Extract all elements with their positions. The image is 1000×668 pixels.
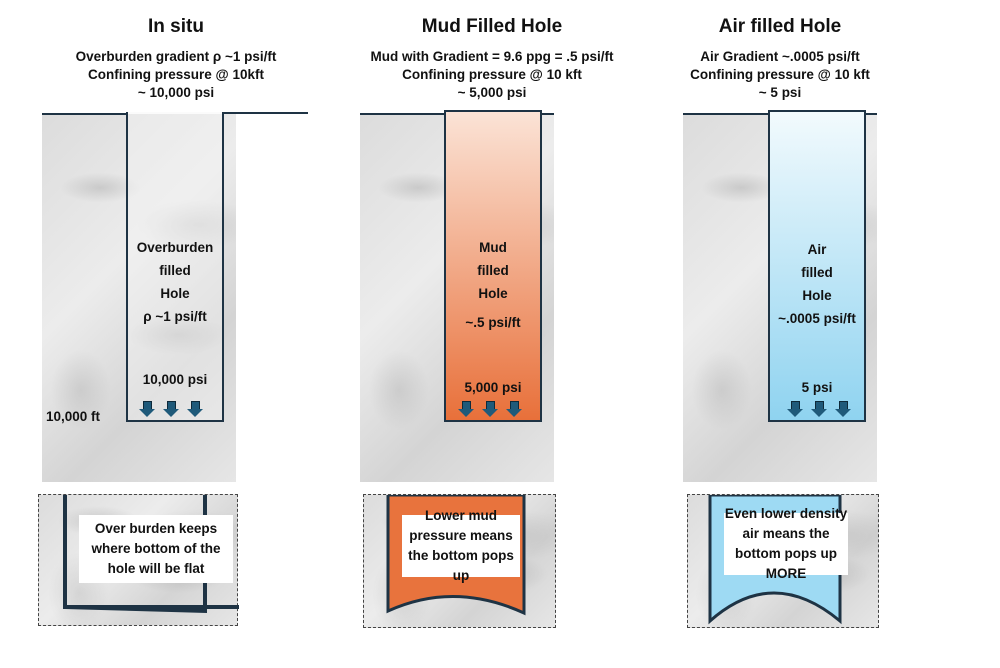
pressure-arrows	[139, 401, 203, 417]
hole-label-line: Hole	[478, 286, 508, 301]
panel-subtitle: Air Gradient ~.0005 psi/ft Confining pre…	[620, 48, 940, 102]
hole-label-line: ρ ~1 psi/ft	[143, 309, 207, 324]
down-arrow-icon	[163, 401, 179, 417]
hole-label: Mud filled Hole ~.5 psi/ft	[444, 236, 542, 334]
pressure-arrows	[458, 401, 522, 417]
panel-subtitle: Mud with Gradient = 9.6 ppg = .5 psi/ft …	[332, 48, 652, 102]
hole-label-line: Hole	[802, 288, 832, 303]
bottom-pressure: 5 psi	[801, 380, 833, 395]
down-arrow-icon	[811, 401, 827, 417]
panel-title-air: Air filled Hole	[718, 16, 842, 37]
detail-box-air: Even lower density air means the bottom …	[687, 494, 879, 628]
hole-label: Air filled Hole ~.0005 psi/ft	[762, 238, 872, 330]
hole-label-line: filled	[159, 263, 191, 278]
pressure-arrows	[787, 401, 851, 417]
down-arrow-icon	[187, 401, 203, 417]
down-arrow-icon	[835, 401, 851, 417]
hole-label-line: filled	[801, 265, 833, 280]
subtitle-line: ~ 5 psi	[758, 85, 802, 100]
hole-label-line: ~.0005 psi/ft	[778, 311, 856, 326]
borehole-air	[768, 110, 866, 422]
subtitle-line: ~ 10,000 psi	[137, 85, 215, 100]
note-text: Over burden keeps where bottom of the ho…	[79, 515, 233, 583]
subtitle-line: Air Gradient ~.0005 psi/ft	[700, 49, 860, 64]
ground-line	[222, 112, 308, 114]
note-text: Lower mud pressure means the bottom pops…	[402, 508, 520, 583]
down-arrow-icon	[139, 401, 155, 417]
panel-subtitle: Overburden gradient ρ ~1 psi/ft Confinin…	[16, 48, 336, 102]
hole-label-line: Air	[807, 242, 827, 257]
hole-label-line: Mud	[479, 240, 507, 255]
hole-label-line: Hole	[160, 286, 190, 301]
panel-title-mud: Mud Filled Hole	[421, 16, 563, 37]
subtitle-line: Confining pressure @ 10kft	[88, 67, 264, 82]
detail-box-in-situ: Over burden keeps where bottom of the ho…	[38, 494, 239, 626]
hole-label-line: ~.5 psi/ft	[465, 315, 521, 330]
borehole-mud	[444, 110, 542, 422]
bottom-pressure: 10,000 psi	[142, 372, 208, 387]
hole-label-line: filled	[477, 263, 509, 278]
note-text: Even lower density air means the bottom …	[724, 506, 848, 581]
down-arrow-icon	[787, 401, 803, 417]
depth-label: 10,000 ft	[46, 409, 101, 424]
hole-label-line: Overburden	[136, 240, 214, 255]
down-arrow-icon	[482, 401, 498, 417]
borehole-in-situ	[126, 112, 224, 422]
bottom-pressure: 5,000 psi	[464, 380, 522, 395]
subtitle-line: Overburden gradient ρ ~1 psi/ft	[75, 49, 277, 64]
hole-label: Overburden filled Hole ρ ~1 psi/ft	[126, 236, 224, 328]
subtitle-line: Mud with Gradient = 9.6 ppg = .5 psi/ft	[370, 49, 614, 64]
subtitle-line: Confining pressure @ 10 kft	[402, 67, 582, 82]
detail-box-mud: Lower mud pressure means the bottom pops…	[363, 494, 556, 628]
panel-title-in-situ: In situ	[148, 16, 204, 37]
ground-line	[42, 113, 128, 115]
subtitle-line: Confining pressure @ 10 kft	[690, 67, 870, 82]
subtitle-line: ~ 5,000 psi	[457, 85, 527, 100]
down-arrow-icon	[458, 401, 474, 417]
down-arrow-icon	[506, 401, 522, 417]
